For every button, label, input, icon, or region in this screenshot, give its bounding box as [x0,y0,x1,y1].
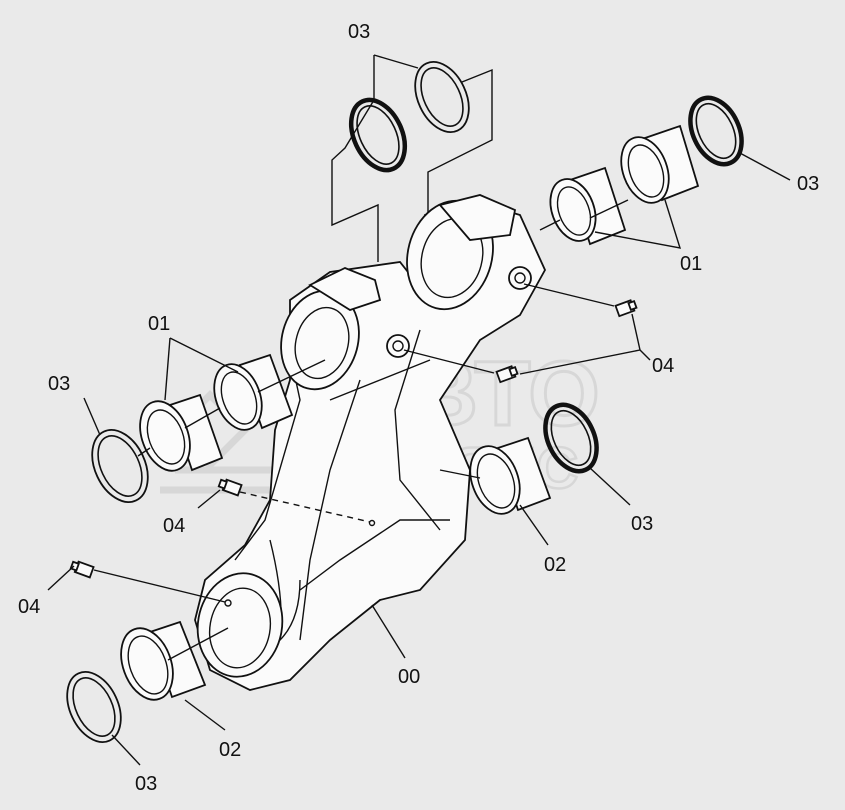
seal-bottom-left [66,671,122,743]
label-03-bottom: 03 [135,773,157,795]
bushing-upper-right-1 [549,166,627,246]
label-04-center-right: 04 [652,355,674,377]
seal-top-back-inner [420,67,464,127]
seal-top-front-inner [356,105,400,165]
label-01-left: 01 [148,313,170,335]
grease-fitting-upper-right [614,299,638,318]
label-02-bottom: 02 [219,739,241,761]
seal-top-front [348,97,408,173]
bushing-left-2 [139,393,224,472]
callout-labels: 03 03 01 01 04 03 04 03 02 04 00 02 03 [18,21,819,795]
frame-bore-left [294,306,350,380]
frame-arm-center [299,379,361,641]
frame-lower-web [299,519,450,591]
frame-fitting-hole-4 [368,519,376,527]
frame-fitting-hole-3 [224,599,232,607]
label-03-top: 03 [348,21,370,43]
label-01-upper-right: 01 [680,253,702,275]
frame-arm-right [394,329,441,531]
bushing-upper-right-2 [620,124,700,204]
seals [66,61,744,743]
label-00-frame: 00 [398,666,420,688]
label-03-upper-right: 03 [797,173,819,195]
frame-fitting-boss-2 [508,266,532,290]
frame-bore-lower [208,587,272,669]
assembly-lines [47,54,791,766]
bushings [120,124,700,701]
grease-fittings [69,299,638,579]
frame-boss-lower [196,572,284,678]
label-03-mid-right: 03 [631,513,653,535]
label-04-left: 04 [163,515,185,537]
main-frame [194,194,547,691]
grease-fitting-left [217,478,243,497]
bushing-left-1 [213,353,294,431]
seal-bottom-left-inner [72,677,116,737]
label-04-bottom-left: 04 [18,596,40,618]
frame-boss-right-flat [438,194,517,241]
grease-fitting-center [495,365,519,384]
seal-top-back [414,61,470,133]
frame-fitting-hole-2 [514,272,526,284]
grease-fitting-bottom [69,560,95,579]
seal-upper-right-inner [695,102,737,160]
frame-fitting-hole-1 [392,340,404,352]
bushing-bottom-left [120,620,207,701]
bushing-mid-right [469,436,552,515]
label-03-left: 03 [48,373,70,395]
seal-left [91,429,149,503]
seal-upper-right [688,95,744,167]
seal-left-inner [97,435,143,497]
seal-mid-right-inner [550,409,592,467]
frame-web [329,359,431,401]
label-02-mid-right: 02 [544,554,566,576]
seal-mid-right [543,402,599,474]
frame-boss-left-flat [308,267,382,311]
frame-fitting-boss-1 [386,334,410,358]
